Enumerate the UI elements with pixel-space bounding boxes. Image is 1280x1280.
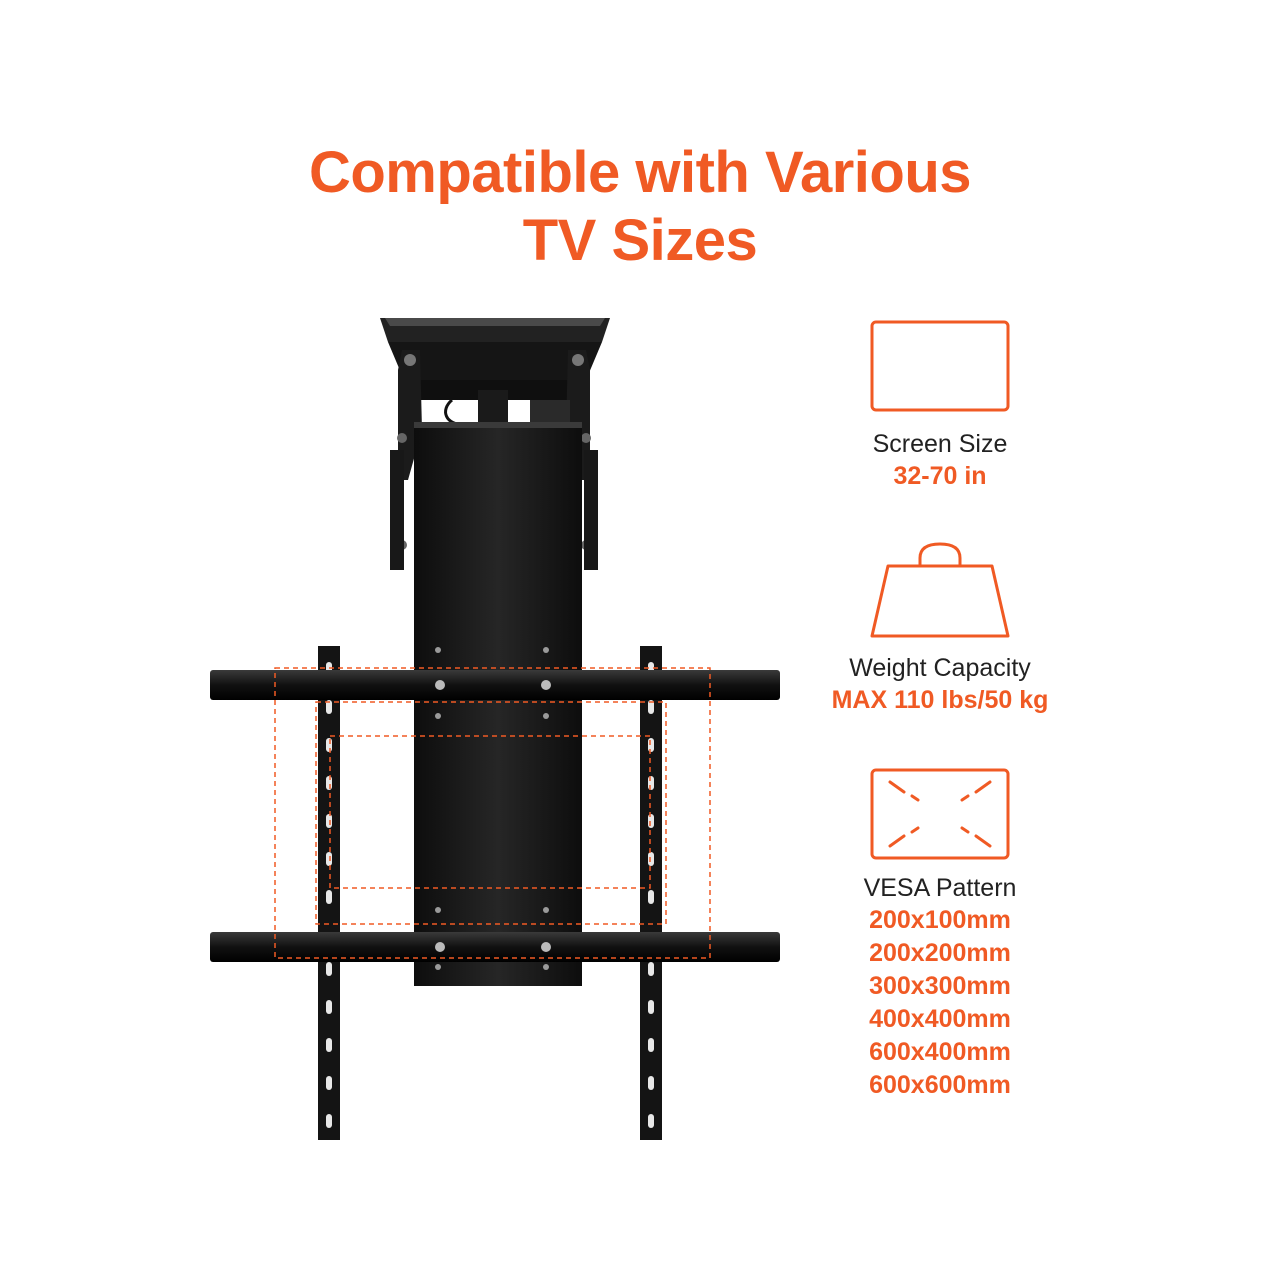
- ceiling-plate: [380, 318, 610, 400]
- vesa-pattern-label: VESA Pattern: [863, 874, 1017, 902]
- screen-rectangle-icon: [870, 320, 1010, 412]
- lift-column: [414, 422, 582, 986]
- vesa-value: 200x100mm: [869, 906, 1011, 934]
- hinge-brackets: [390, 350, 598, 570]
- vesa-dashed-outlines: [274, 667, 711, 959]
- spec-weight-capacity: Weight Capacity MAX 110 lbs/50 kg: [790, 542, 1090, 717]
- vesa-value: 300x300mm: [869, 972, 1011, 1000]
- vesa-value: 600x600mm: [869, 1071, 1011, 1099]
- screen-size-label: Screen Size: [872, 430, 1008, 458]
- vesa-pattern-icon: [870, 768, 1010, 860]
- weight-capacity-label: Weight Capacity: [849, 654, 1031, 682]
- vesa-vertical-arms: [318, 646, 662, 1140]
- column-screws: [435, 647, 549, 970]
- title-line-1: Compatible with Various: [308, 139, 972, 205]
- vesa-value: 200x200mm: [869, 939, 1011, 967]
- weight-capacity-value: MAX 110 lbs/50 kg: [831, 686, 1049, 714]
- screen-size-value: 32-70 in: [893, 462, 987, 490]
- spec-vesa-pattern: VESA Pattern 200x100mm 200x200mm 300x300…: [790, 768, 1090, 1102]
- title-line-2: TV Sizes: [522, 207, 758, 273]
- spec-screen-size: Screen Size 32-70 in: [790, 320, 1090, 493]
- horizontal-bars: [210, 670, 780, 962]
- tv-lift-mount-image: [210, 318, 780, 1140]
- weight-icon: [870, 542, 1010, 638]
- vesa-value: 600x400mm: [869, 1038, 1011, 1066]
- vesa-value: 400x400mm: [869, 1005, 1011, 1033]
- page-title: Compatible with Various TV Sizes: [0, 139, 1280, 275]
